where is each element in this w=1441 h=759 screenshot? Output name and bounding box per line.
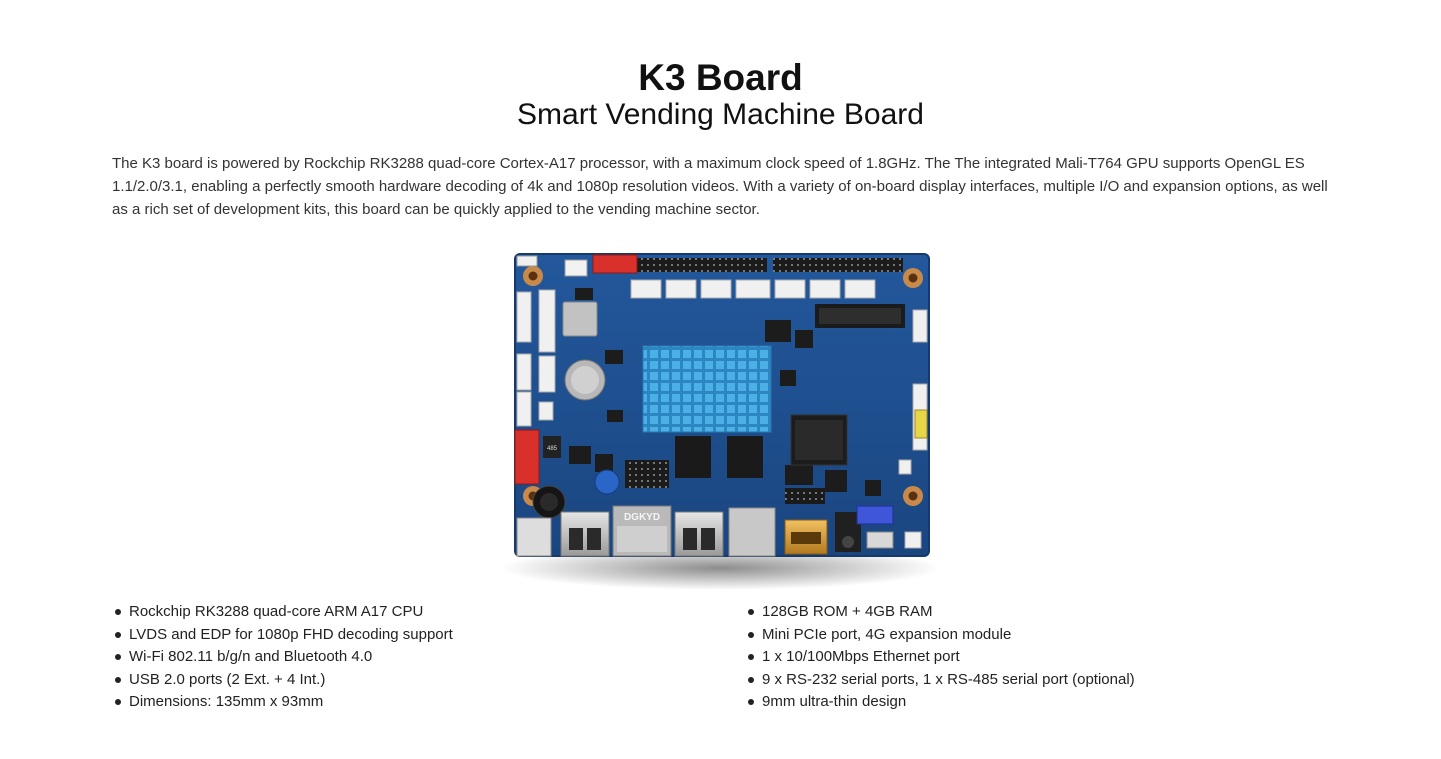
list-item: LVDS and EDP for 1080p FHD decoding supp… — [112, 624, 672, 647]
board-brand-label: DGKYD — [624, 512, 660, 523]
list-item: Wi-Fi 802.11 b/g/n and Bluetooth 4.0 — [112, 646, 672, 669]
features-list-left: Rockchip RK3288 quad-core ARM A17 CPU LV… — [112, 601, 672, 714]
page-subtitle: Smart Vending Machine Board — [517, 98, 924, 131]
list-item: Dimensions: 135mm x 93mm — [112, 691, 672, 714]
list-item: 9 x RS-232 serial ports, 1 x RS-485 seri… — [745, 669, 1345, 692]
rs485-label: 485 — [547, 446, 558, 452]
list-item: USB 2.0 ports (2 Ext. + 4 Int.) — [112, 669, 672, 692]
list-item: 1 x 10/100Mbps Ethernet port — [745, 646, 1345, 669]
product-description: The K3 board is powered by Rockchip RK32… — [112, 155, 1328, 218]
list-item: Rockchip RK3288 quad-core ARM A17 CPU — [112, 601, 672, 624]
page-title: K3 Board — [638, 57, 803, 98]
list-item: 128GB ROM + 4GB RAM — [745, 601, 1345, 624]
features-list-right: 128GB ROM + 4GB RAM Mini PCIe port, 4G e… — [745, 601, 1345, 714]
list-item: Mini PCIe port, 4G expansion module — [745, 624, 1345, 647]
list-item: 9mm ultra-thin design — [745, 691, 1345, 714]
board-image: 485 — [495, 250, 945, 595]
